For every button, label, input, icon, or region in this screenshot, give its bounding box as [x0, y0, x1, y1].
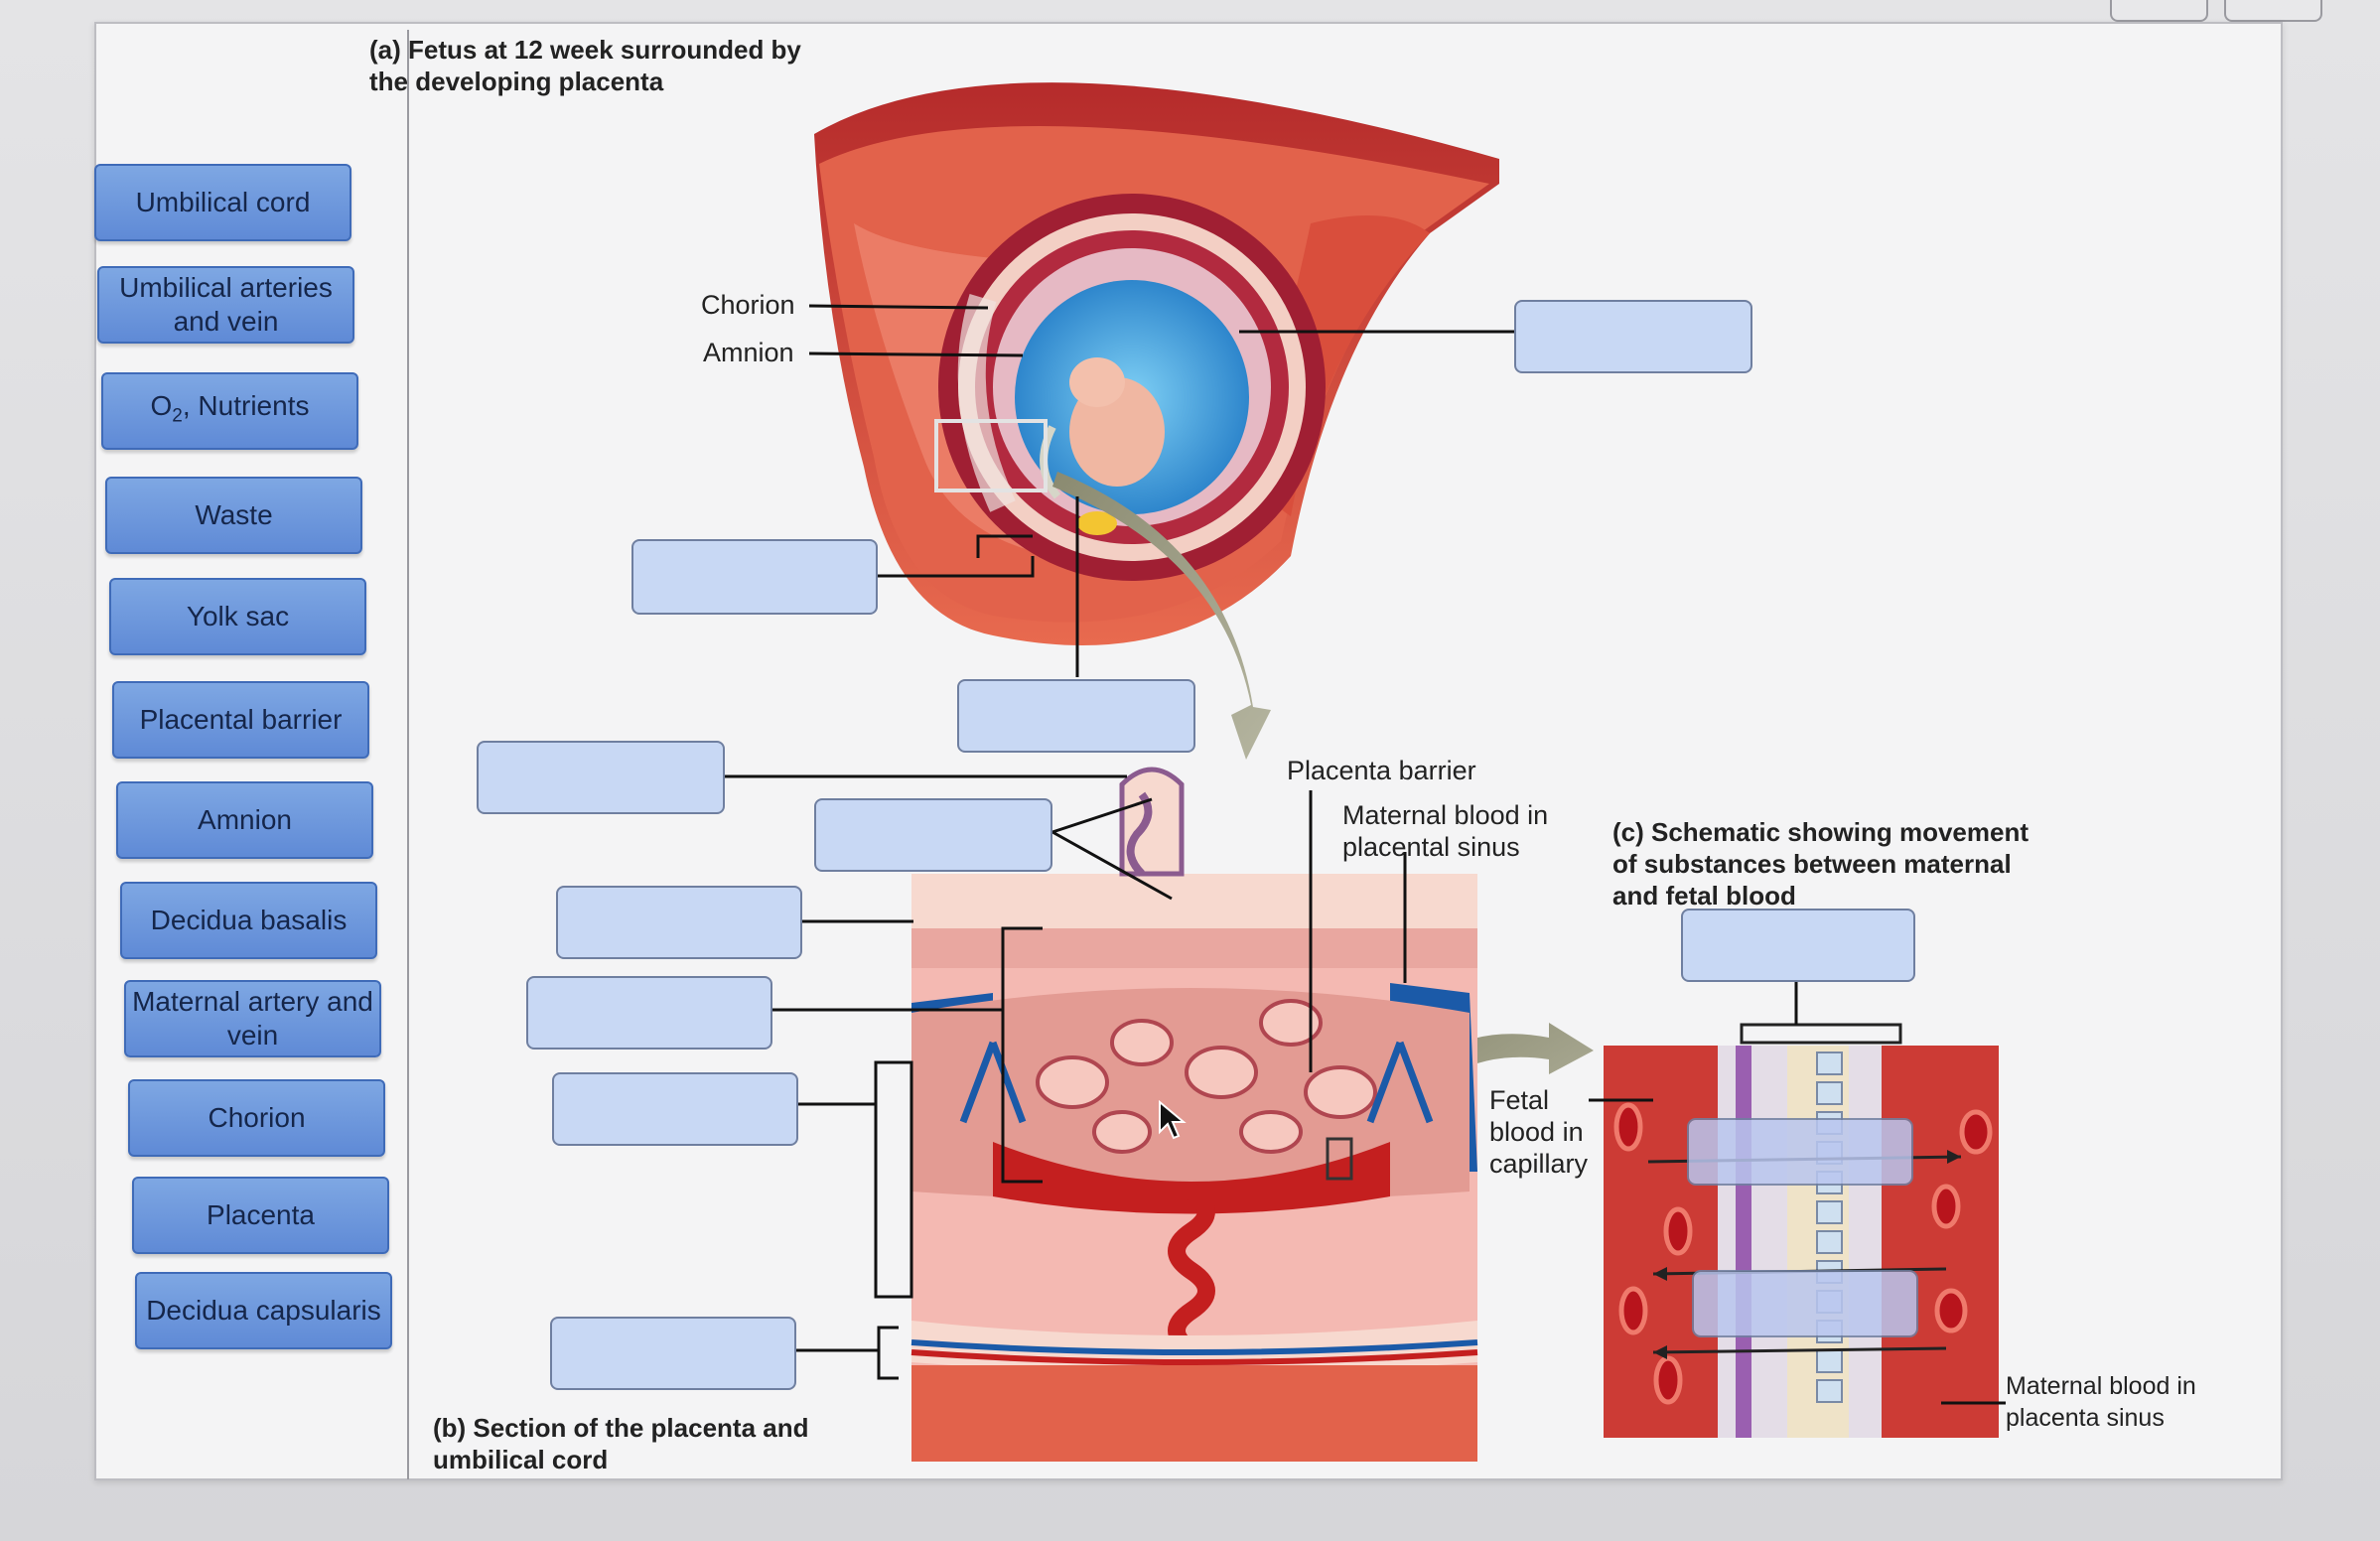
uterus-section: [814, 82, 1499, 645]
help-button[interactable]: [2224, 0, 2322, 22]
chip-maternal-artery-vein[interactable]: Maternal artery and vein: [124, 980, 381, 1057]
zoom-arrow-1: [1052, 472, 1271, 760]
chip-decidua-basalis[interactable]: Decidua basalis: [120, 882, 377, 959]
chip-label: O2, Nutrients: [150, 389, 310, 427]
chip-chorion[interactable]: Chorion: [128, 1079, 385, 1157]
drop-target-placenta[interactable]: [631, 539, 878, 615]
placenta-section: [910, 767, 1478, 1462]
drop-target-amnion-b[interactable]: [526, 976, 772, 1050]
drop-target-waste[interactable]: [1693, 1271, 1921, 1340]
chip-umbilical-cord[interactable]: Umbilical cord: [94, 164, 351, 241]
reset-button[interactable]: [2110, 0, 2208, 22]
panel-divider: [407, 30, 409, 1479]
caption-b: (b) Section of the placenta and umbilica…: [433, 1413, 809, 1474]
drop-target-o2-nutrients[interactable]: [1688, 1119, 1916, 1189]
label-chorion: Chorion: [701, 290, 795, 320]
chip-umbilical-arteries-vein[interactable]: Umbilical arteries and vein: [97, 266, 354, 344]
drop-target-decidua-basalis[interactable]: [552, 1072, 798, 1146]
label-maternal-blood-sinus: Maternal blood in placental sinus: [1342, 800, 1549, 862]
chip-placenta[interactable]: Placenta: [132, 1177, 389, 1254]
chip-o2-nutrients[interactable]: O2, Nutrients: [101, 372, 358, 450]
drop-target-chorion[interactable]: [556, 886, 802, 959]
drop-target-maternal-artery-vein[interactable]: [550, 1317, 796, 1390]
label-amnion: Amnion: [703, 338, 794, 367]
drop-target-umbilical-arteries-vein[interactable]: [814, 798, 1052, 872]
label-placenta-barrier: Placenta barrier: [1287, 756, 1476, 785]
zoom-arrow-2: [1365, 1023, 1594, 1157]
label-maternal-blood-sinus-c: Maternal blood in placenta sinus: [2006, 1372, 2196, 1432]
chip-yolk-sac[interactable]: Yolk sac: [109, 578, 366, 655]
chip-decidua-capsularis[interactable]: Decidua capsularis: [135, 1272, 392, 1349]
mouse-cursor-icon: [1159, 1100, 1187, 1140]
chip-waste[interactable]: Waste: [105, 477, 362, 554]
drop-target-umbilical-cord[interactable]: [477, 741, 725, 814]
label-fetal-blood: Fetal blood in capillary: [1489, 1085, 1589, 1179]
drop-target-yolk-sac[interactable]: [957, 679, 1195, 753]
drop-target-decidua-capsularis[interactable]: [1514, 300, 1752, 373]
chip-amnion[interactable]: Amnion: [116, 781, 373, 859]
exchange-schematic: [1604, 1023, 1999, 1438]
caption-c: (c) Schematic showing movement of substa…: [1612, 817, 2029, 911]
chip-placental-barrier[interactable]: Placental barrier: [112, 681, 369, 759]
drop-target-schematic-top[interactable]: [1681, 909, 1915, 982]
leader-lines: [723, 304, 2006, 1405]
caption-a: (a) Fetus at 12 week surrounded by the d…: [369, 35, 801, 96]
